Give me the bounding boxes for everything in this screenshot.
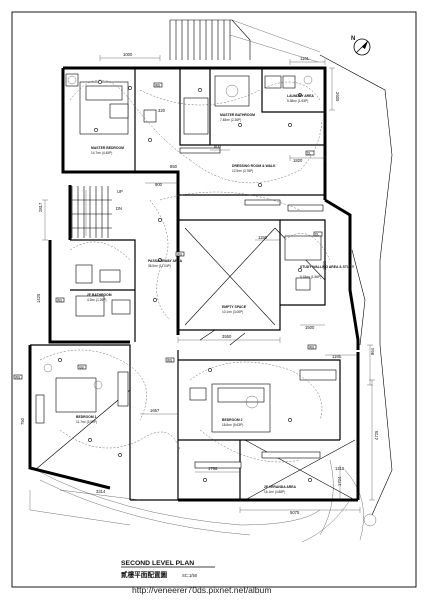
bath-fixtures — [143, 75, 313, 135]
room-area: 14.7m² (4.45P) — [91, 151, 112, 155]
room-name: LAUNDRY AREA — [287, 94, 314, 98]
room-label-dressing: DRESSING ROOM & WALK 12.5m² (3.78P) — [232, 164, 276, 173]
dim-800-a: 800 — [214, 144, 222, 149]
dim-2605: 2605 — [335, 92, 340, 102]
stair-down-label: DN — [116, 206, 122, 211]
room-name: BEDROOM 2 — [222, 418, 243, 422]
room-name: STUDY WALLING AREA & STUDY — [300, 265, 355, 269]
dimension-lines — [29, 55, 375, 526]
stair-up-label: UP — [117, 189, 123, 194]
plan-scale: SC:1/50 — [182, 573, 198, 578]
dim-1724: 1724 — [337, 476, 342, 486]
room-area: 18.6m² (5.63P) — [222, 423, 243, 427]
room-area: 16.1m² (4.88P) — [264, 490, 285, 494]
dim-864: 864 — [370, 347, 375, 355]
room-label-passageway: PASSAGEWAY AREA 36.5m² (11.04P) — [148, 259, 183, 268]
ws-tag-5: WS — [309, 346, 314, 350]
room-area: 5.38m² (1.63P) — [287, 99, 308, 103]
dim-850: 850 — [170, 164, 178, 169]
dim-900: 900 — [155, 182, 163, 187]
dim-1161: 1161 — [300, 56, 310, 61]
dim-3314: 3314 — [96, 489, 106, 494]
ws-tags: WS WS WS WS WS WS DL DL GB — [13, 82, 323, 380]
room-area: 4.2m² (1.26P) — [87, 298, 107, 302]
room-name: MASTER BATHROOM — [220, 113, 255, 117]
title-block: SECOND LEVEL PLAN 貳樓平面配置圖 SC:1/50 — [120, 560, 215, 579]
dim-1766: 1766 — [208, 466, 218, 471]
sheet-border — [11, 11, 417, 588]
ws-tag-1: WS — [155, 84, 160, 88]
room-area: 5.18m² (1.56P) — [300, 275, 321, 279]
room-name: 2F BATHROOM — [87, 293, 112, 297]
interior-walls — [30, 68, 341, 501]
dim-750: 750 — [20, 417, 25, 425]
north-arrow-icon: N — [351, 36, 371, 56]
room-area: 11.7m² (3.53P) — [76, 420, 97, 424]
dim-2817: 2817 — [38, 202, 43, 212]
room-label-empty-space: EMPTY SPACE 10.1m² (3.06P) — [222, 305, 247, 314]
north-letter: N — [351, 36, 355, 42]
dim-1100: 1100 — [322, 260, 327, 270]
ws-tag-6: WS — [167, 359, 172, 363]
room-name: MASTER BEDROOM — [91, 146, 124, 150]
dim-1000: 1000 — [123, 52, 133, 57]
plan-title: SECOND LEVEL PLAN — [121, 560, 194, 567]
dl-tag-1: DL — [307, 152, 311, 156]
room-name: EMPTY SPACE — [222, 305, 247, 309]
room-area: 36.5m² (11.04P) — [148, 264, 171, 268]
dim-1820: 1820 — [293, 158, 303, 163]
room-label-master-bathroom: MASTER BATHROOM 7.48m² (2.26P) — [220, 113, 255, 122]
room-name: DRESSING ROOM & WALK — [232, 164, 276, 168]
dim-1425: 1425 — [36, 293, 41, 303]
room-label-laundry: LAUNDRY AREA 5.38m² (1.63P) — [287, 94, 314, 103]
dl-tag-2: DL — [315, 233, 319, 237]
room-label-study: STUDY WALLING AREA & STUDY 5.18m² (1.56P… — [300, 265, 355, 279]
ws-tag-2: WS — [177, 253, 182, 257]
plan-subtitle: 貳樓平面配置圖 — [120, 570, 168, 579]
dim-5075: 5075 — [290, 510, 300, 515]
room-area: 12.5m² (3.78P) — [232, 169, 253, 173]
watermark-url: http://veneerer70ds.pixnet.net/album — [132, 585, 272, 595]
room-label-master-bedroom: MASTER BEDROOM 14.7m² (4.45P) — [91, 146, 124, 155]
room-label-2f-bathroom: 2F BATHROOM 4.2m² (1.26P) — [87, 293, 112, 302]
master-bed — [65, 73, 129, 135]
room-area: 7.48m² (2.26P) — [220, 118, 241, 122]
dim-320: 320 — [158, 108, 166, 113]
room-name: 2F VERANDA AREA — [264, 485, 297, 489]
dim-1657: 1657 — [150, 408, 160, 413]
lighting-wiring — [39, 79, 331, 463]
light-markers — [58, 80, 312, 482]
study-fixtures — [284, 235, 322, 291]
dim-1185: 1185 — [332, 354, 342, 359]
bathroom-2f-fixtures — [75, 264, 131, 317]
room-name: PASSAGEWAY AREA — [148, 259, 183, 263]
room-label-veranda: 2F VERANDA AREA 16.1m² (4.88P) — [264, 485, 297, 494]
dim-1215: 1215 — [335, 466, 345, 471]
room-label-bedroom-2: BEDROOM 2 18.6m² (5.63P) — [222, 418, 243, 427]
bedroom-2-fixtures — [189, 369, 337, 469]
dim-1500: 1500 — [305, 325, 315, 330]
exterior-stair — [169, 19, 321, 63]
bedroom-1-fixtures — [35, 363, 129, 424]
room-label-bedroom-1: BEDROOM 1 11.7m² (3.53P) — [76, 415, 97, 424]
ws-tag-4: WS — [15, 376, 20, 380]
empty-space-void — [184, 227, 276, 346]
room-area: 10.1m² (3.06P) — [222, 310, 243, 314]
ws-tag-3: WS — [57, 299, 62, 303]
dim-4725: 4725 — [374, 430, 379, 440]
internal-stair: UP DN — [71, 186, 123, 238]
dim-1150: 1150 — [258, 235, 268, 240]
room-name: BEDROOM 1 — [76, 415, 97, 419]
dim-3550: 3550 — [222, 334, 232, 339]
gb-tag-1: GB — [79, 366, 84, 370]
dressing-fixtures — [179, 147, 324, 212]
